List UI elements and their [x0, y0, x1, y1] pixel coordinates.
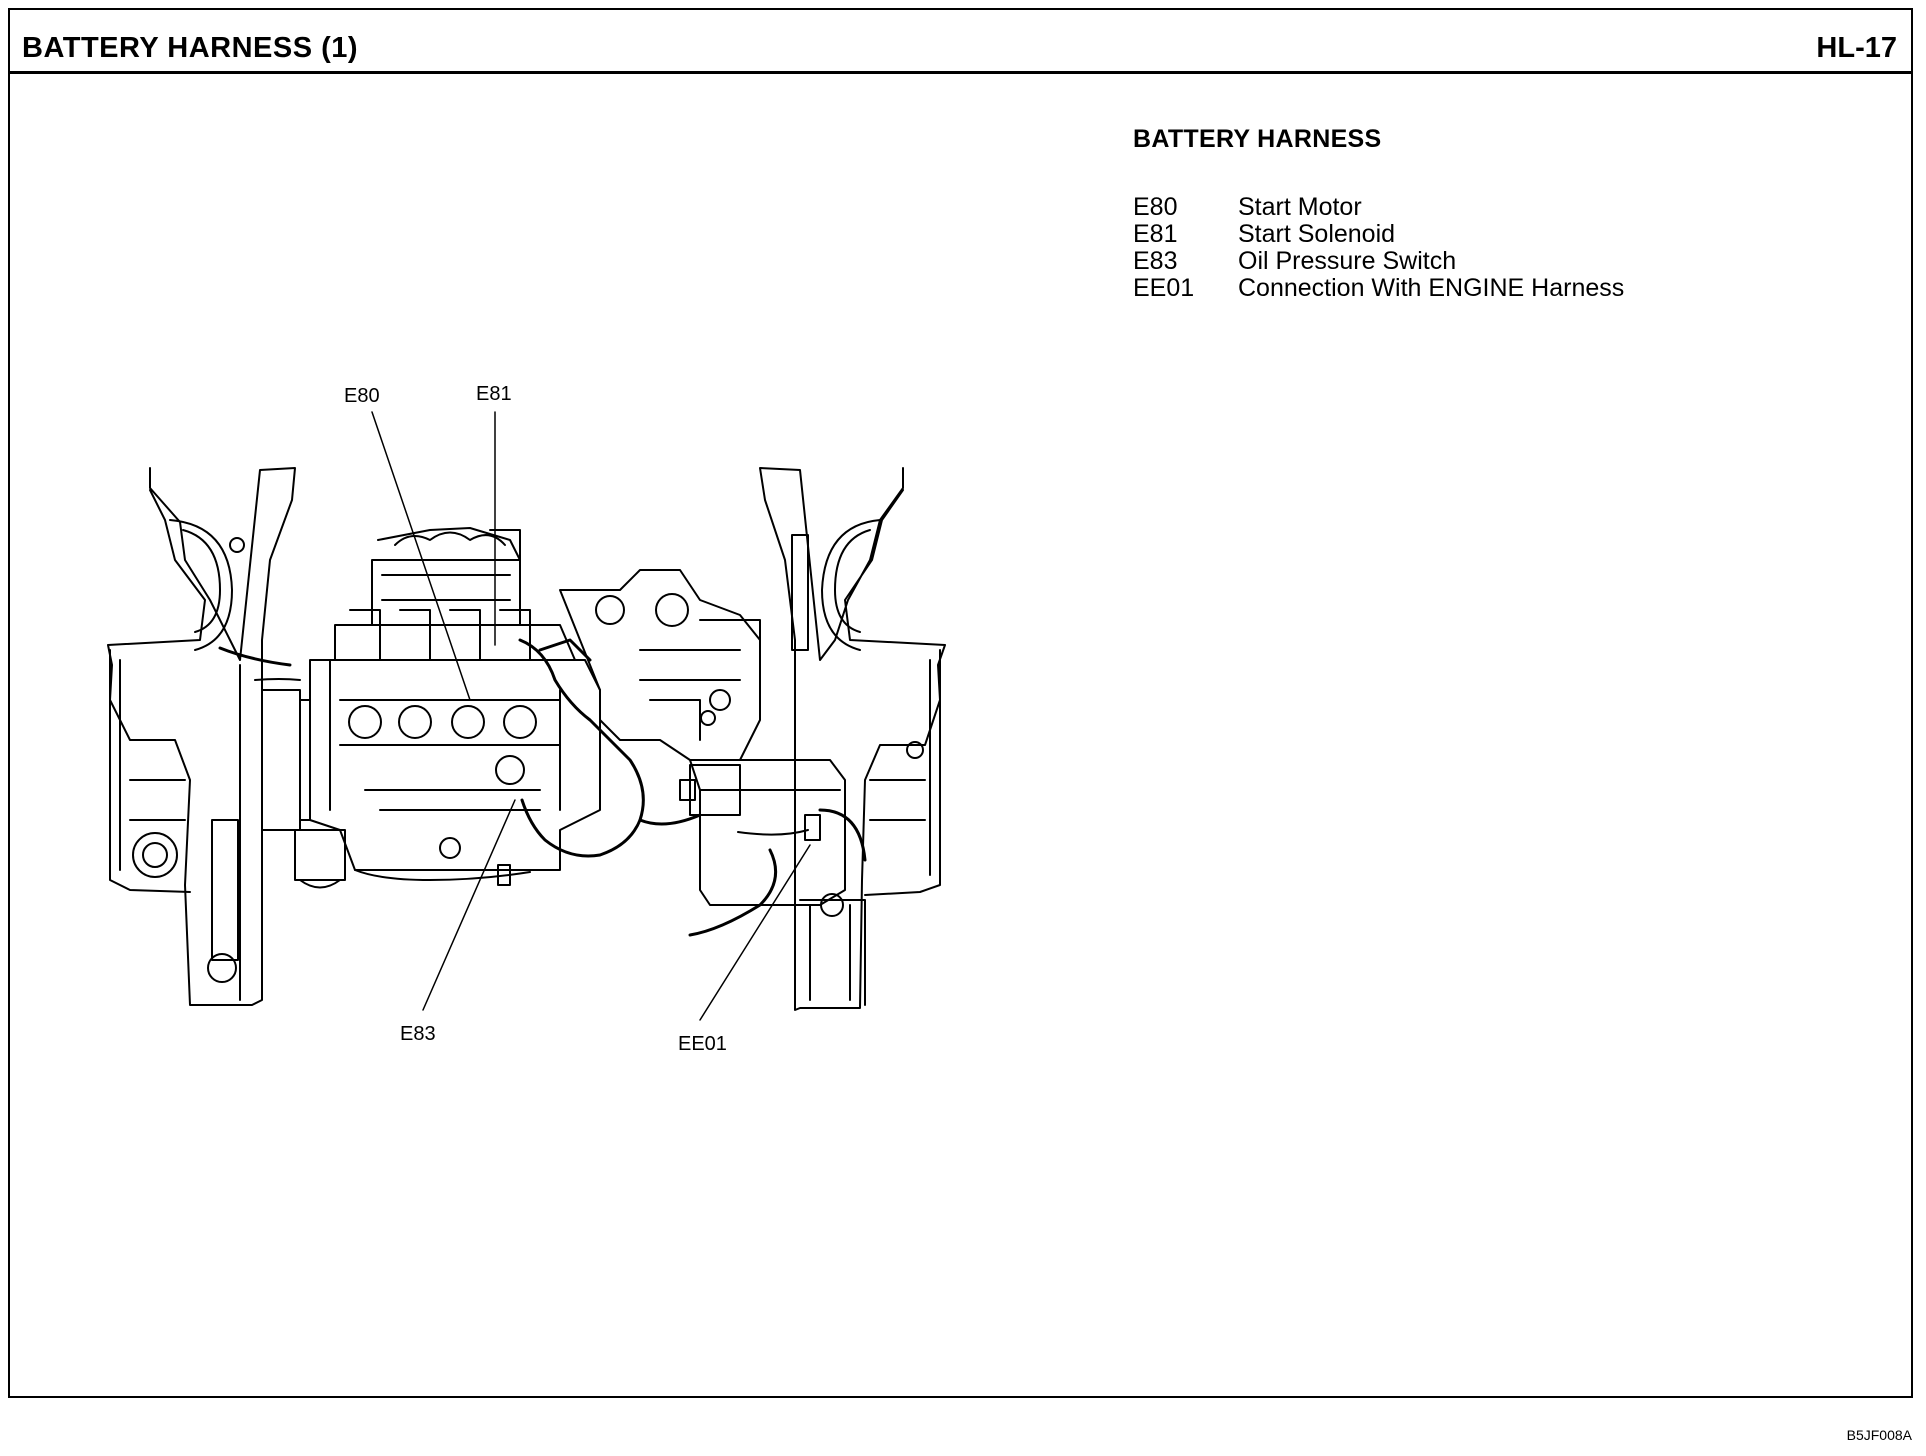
callout-leaders [371, 411, 811, 1021]
legend-description: Connection With ENGINE Harness [1238, 274, 1625, 302]
legend-code: E80 [1133, 193, 1178, 221]
connector-legend: BATTERY HARNESS E80 Start Motor E81 Star… [1133, 125, 1624, 302]
right-fender-apron [759, 467, 946, 1011]
left-fender-apron [107, 467, 301, 1006]
callout-e81: E81 [476, 383, 512, 405]
legend-item: E80 Start Motor [1133, 194, 1624, 221]
engine-block [309, 659, 601, 886]
legend-title: BATTERY HARNESS [1133, 125, 1382, 153]
legend-description: Start Solenoid [1238, 220, 1396, 248]
battery-harness [218, 638, 867, 937]
transaxle [559, 569, 761, 761]
legend-description: Oil Pressure Switch [1238, 247, 1457, 275]
cylinder-head [334, 527, 576, 661]
legend-item: EE01 Connection With ENGINE Harness [1133, 275, 1624, 302]
page-title: BATTERY HARNESS (1) [22, 32, 359, 64]
callout-e83: E83 [400, 1023, 436, 1045]
radiator [261, 689, 346, 889]
page-number: HL-17 [1816, 32, 1897, 64]
figure-code: B5JF008A [1846, 1427, 1912, 1443]
legend-description: Start Motor [1238, 193, 1362, 221]
callout-e80: E80 [344, 385, 380, 407]
callout-ee01: EE01 [678, 1033, 727, 1055]
page-frame: BATTERY HARNESS (1) HL-17 [8, 8, 1913, 1398]
legend-code: EE01 [1133, 274, 1195, 302]
page-header: BATTERY HARNESS (1) HL-17 [10, 10, 1911, 74]
legend-code: E81 [1133, 220, 1178, 248]
legend-item: E81 Start Solenoid [1133, 221, 1624, 248]
battery [679, 759, 846, 906]
legend-code: E83 [1133, 247, 1178, 275]
legend-item: E83 Oil Pressure Switch [1133, 248, 1624, 275]
